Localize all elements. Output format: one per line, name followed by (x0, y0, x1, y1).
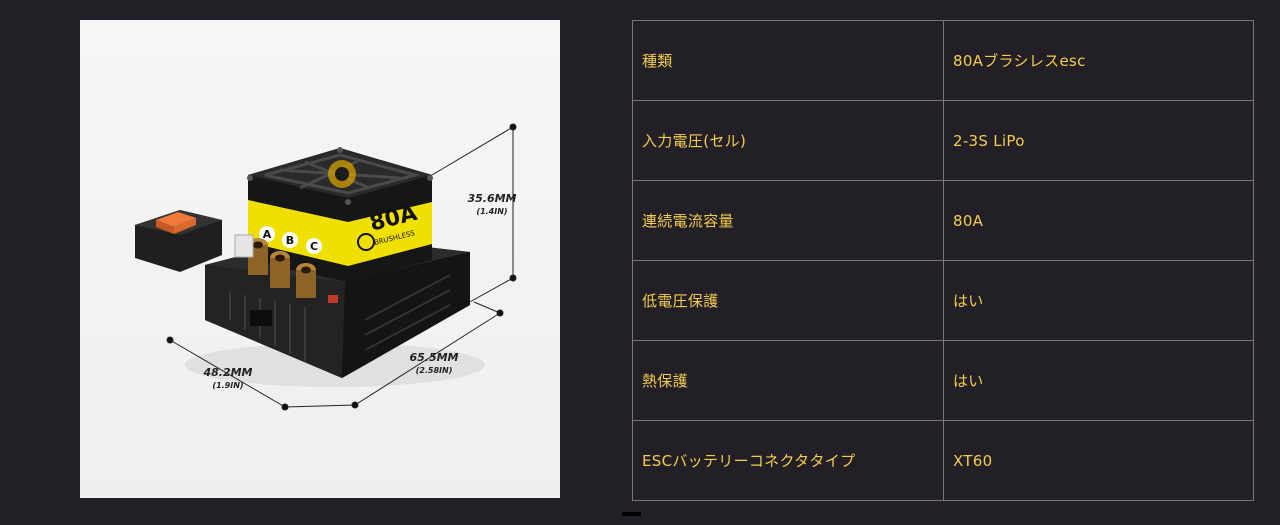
height-in-label: (1.4IN) (476, 207, 507, 216)
svg-text:A: A (263, 228, 272, 241)
spec-value: 2-3S LiPo (943, 100, 1254, 181)
product-image: A B C 80A BRUSHLESS (80, 20, 560, 498)
table-row: 連続電流容量 80A (632, 180, 1254, 261)
spec-key: ESCバッテリーコネクタタイプ (632, 420, 944, 501)
table-row: 入力電圧(セル) 2-3S LiPo (632, 100, 1254, 181)
esc-fan-housing: A B C 80A BRUSHLESS (247, 147, 433, 282)
depth-mm-label: 48.2MM (202, 366, 252, 379)
spec-value: はい (943, 340, 1254, 421)
width-in-label: (2.58IN) (416, 366, 453, 375)
spec-key: 連続電流容量 (632, 180, 944, 261)
dimension-lines (166, 123, 517, 411)
width-mm-label: 65.5MM (409, 351, 458, 364)
spec-value: XT60 (943, 420, 1254, 501)
spec-key: 熱保護 (632, 340, 944, 421)
spec-value: 80A (943, 180, 1254, 261)
depth-in-label: (1.9IN) (212, 381, 243, 390)
table-row: 熱保護 はい (632, 340, 1254, 421)
spec-value: 80Aブラシレスesc (943, 20, 1254, 101)
program-button-box (135, 210, 222, 272)
table-row: ESCバッテリーコネクタタイプ XT60 (632, 420, 1254, 501)
table-row: 低電圧保護 はい (632, 260, 1254, 341)
spec-value: はい (943, 260, 1254, 341)
spec-key: 入力電圧(セル) (632, 100, 944, 181)
table-row: 種類 80Aブラシレスesc (632, 20, 1254, 101)
esc-illustration: A B C 80A BRUSHLESS (135, 123, 517, 411)
height-mm-label: 35.6MM (467, 192, 516, 205)
motor-connectors (234, 234, 338, 303)
spec-table: 種類 80Aブラシレスesc 入力電圧(セル) 2-3S LiPo 連続電流容量… (632, 20, 1254, 501)
svg-text:B: B (286, 234, 294, 247)
spec-key: 低電圧保護 (632, 260, 944, 341)
carousel-indicator[interactable] (622, 512, 641, 516)
spec-key: 種類 (632, 20, 944, 101)
svg-text:C: C (310, 240, 318, 253)
